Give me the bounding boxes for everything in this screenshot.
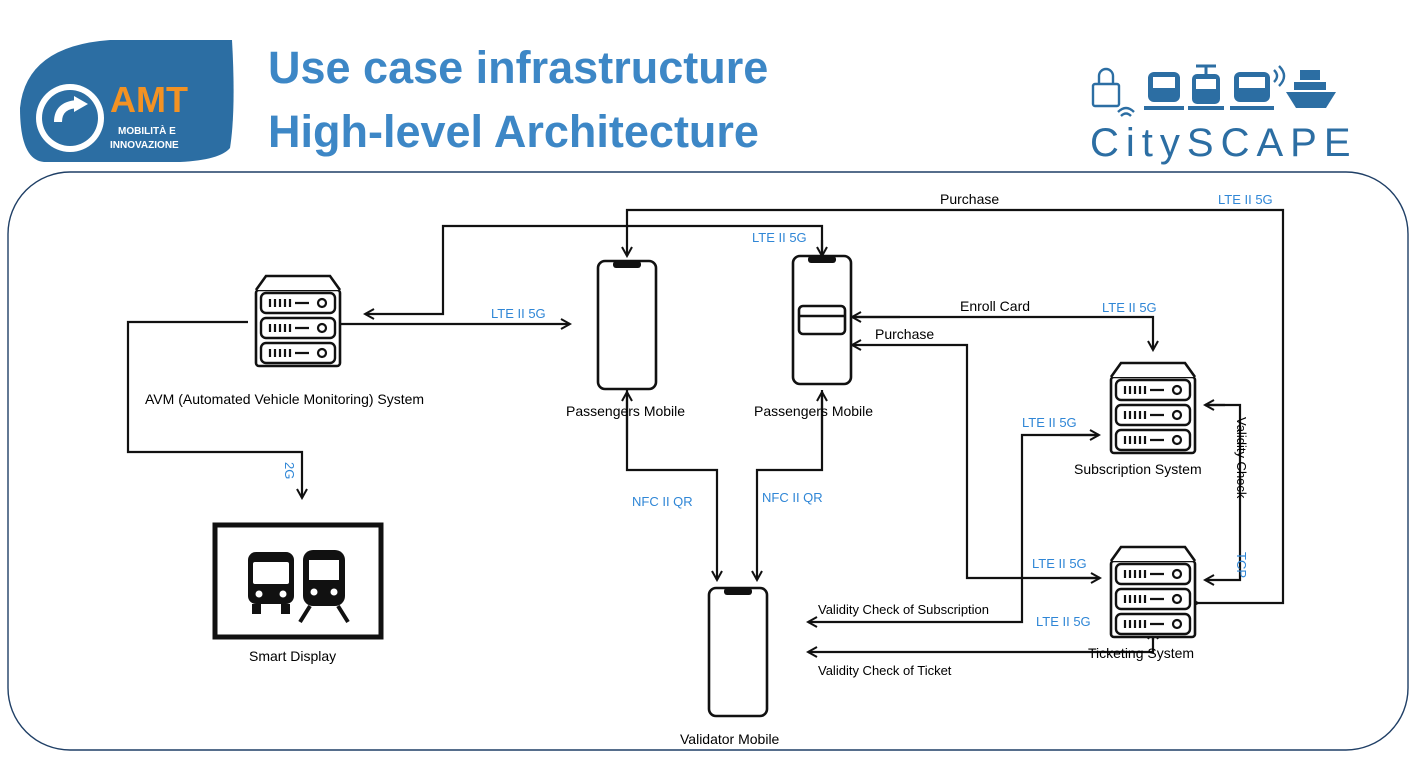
cityscape-logo: CitySCAPE — [1090, 64, 1358, 165]
lte-ticketing-lower-label: LTE II 5G — [1036, 614, 1091, 629]
ticketing-server — [1109, 545, 1197, 639]
tram-icon — [1188, 64, 1224, 110]
amt-logo-text: AMT — [110, 79, 188, 120]
lte-subscription-left-label: LTE II 5G — [1022, 415, 1077, 430]
passengers-mobile-2-label: Passengers Mobile — [754, 403, 873, 419]
smart-display — [212, 522, 384, 640]
enroll-card-line — [850, 315, 1153, 350]
subscription-server — [1109, 361, 1197, 455]
ship-icon — [1286, 70, 1336, 108]
train-icon — [1144, 72, 1184, 110]
cityscape-logo-text: CitySCAPE — [1090, 121, 1358, 165]
ticketing-system-label: Ticketing System — [1088, 645, 1194, 661]
avm-label: AVM (Automated Vehicle Monitoring) Syste… — [145, 391, 424, 407]
avm-server — [254, 274, 342, 368]
lte-ticketing-upper-label: LTE II 5G — [1032, 556, 1087, 571]
smart-display-label: Smart Display — [249, 648, 336, 664]
train-icon — [298, 550, 350, 624]
lte-enroll-label: LTE II 5G — [1102, 300, 1157, 315]
nfc-qr-label-2: NFC II QR — [762, 490, 823, 505]
lock-wifi-icon — [1091, 67, 1135, 117]
validity-ticket-label: Validity Check of Ticket — [818, 663, 952, 678]
passengers-mobile-1-label: Passengers Mobile — [566, 403, 685, 419]
enroll-card-label: Enroll Card — [960, 298, 1030, 314]
amt-logo-sub1: MOBILITÀ E — [118, 124, 176, 137]
purchase-mid-line — [852, 345, 1100, 580]
validator-mobile-label: Validator Mobile — [680, 731, 780, 747]
bus-icon — [248, 552, 294, 614]
avm-to-display-line — [126, 320, 302, 498]
passengers-mobile-2 — [791, 254, 853, 386]
amt-logo: AMT MOBILITÀ E INNOVAZIONE — [20, 40, 234, 162]
purchase-top-label: Purchase — [940, 191, 999, 207]
lte-top-mobile2-label: LTE II 5G — [752, 230, 807, 245]
subscription-system-label: Subscription System — [1074, 461, 1202, 477]
passengers-mobile-1 — [596, 259, 658, 391]
amt-logo-sub2: INNOVAZIONE — [110, 140, 179, 151]
bus-icon — [1230, 65, 1286, 110]
validity-check-vertical-label: Validity Check — [1234, 417, 1249, 499]
diagram-frame — [7, 171, 1409, 751]
lte-avm-mobile-label: LTE II 5G — [491, 306, 546, 321]
top-mid-line — [365, 224, 824, 314]
page-subtitle: High-level Architecture — [268, 106, 759, 157]
connectors — [126, 208, 1285, 652]
validity-subscription-label: Validity Check of Subscription — [818, 602, 989, 617]
two-g-label: 2G — [282, 462, 297, 479]
validator-mobile — [707, 586, 769, 718]
tcp-label: TCP — [1234, 552, 1249, 578]
page-title: Use case infrastructure — [268, 42, 769, 93]
lte-top-right-label: LTE II 5G — [1218, 192, 1273, 207]
nfc-qr-label-1: NFC II QR — [632, 494, 693, 509]
validity-subscription-line — [808, 433, 1099, 622]
card-icon — [797, 304, 847, 336]
purchase-mid-label: Purchase — [875, 326, 934, 342]
